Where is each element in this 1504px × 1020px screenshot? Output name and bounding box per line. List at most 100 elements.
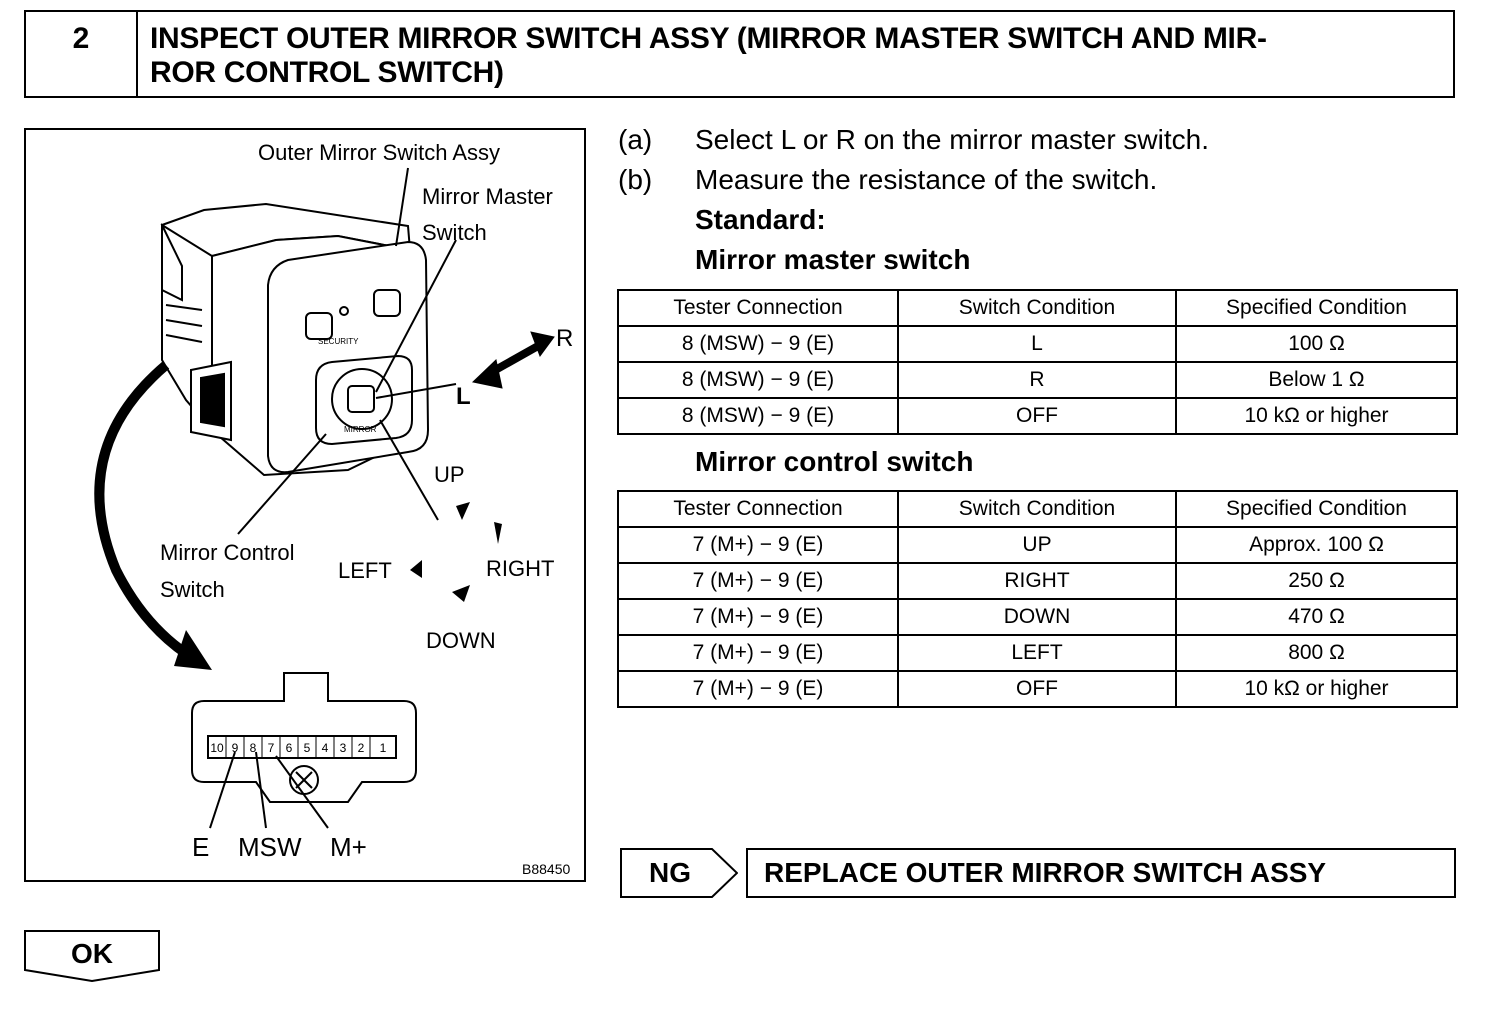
ok-result-tag: OK [24,930,160,983]
table-row: 8 (MSW) − 9 (E) OFF 10 kΩ or higher [617,397,1458,435]
table-row: 7 (M+) − 9 (E) LEFT 800 Ω [617,634,1458,672]
cell-specified-condition: 470 Ω [1175,598,1458,636]
label-msw: MSW [238,832,302,862]
step-title-line1: INSPECT OUTER MIRROR SWITCH ASSY (MIRROR… [150,22,1267,55]
step-a: (a) Select L or R on the mirror master s… [618,120,1458,160]
cell-switch-condition: OFF [897,670,1177,708]
pin-label: 6 [286,741,293,755]
cell-specified-condition: 250 Ω [1175,562,1458,600]
header-specified-condition: Specified Condition [1175,289,1458,327]
table-header-row: Tester Connection Switch Condition Speci… [617,490,1458,528]
curved-arrow [94,361,212,670]
connector-drawing [191,672,417,803]
cell-specified-condition: Approx. 100 Ω [1175,526,1458,564]
ng-label: NG [649,857,691,888]
cell-specified-condition: 100 Ω [1175,325,1458,363]
label-m-plus: M+ [330,832,367,862]
cell-specified-condition: Below 1 Ω [1175,361,1458,399]
cell-switch-condition: DOWN [897,598,1177,636]
figure-labels: Outer Mirror Switch Assy Mirror Master S… [160,140,573,877]
step-header: 2 INSPECT OUTER MIRROR SWITCH ASSY (MIRR… [24,10,1455,98]
step-title-line2: ROR CONTROL SWITCH) [150,56,504,89]
table-row: 7 (M+) − 9 (E) DOWN 470 Ω [617,598,1458,636]
step-b: (b) Measure the resistance of the switch… [618,160,1458,200]
pin-label: 7 [268,741,275,755]
cell-tester-connection: 7 (M+) − 9 (E) [617,634,899,672]
table-row: 7 (M+) − 9 (E) UP Approx. 100 Ω [617,526,1458,564]
label-mirror-control-1: Mirror Control [160,540,294,565]
pin-label: 8 [250,741,257,755]
label-up: UP [434,462,465,487]
label-l: L [456,383,471,410]
table-header-row: Tester Connection Switch Condition Speci… [617,289,1458,327]
table-row: 8 (MSW) − 9 (E) L 100 Ω [617,325,1458,363]
header-specified-condition: Specified Condition [1175,490,1458,528]
standard-label: Standard: [695,204,826,235]
step-a-label: (a) [618,124,653,155]
ok-label: OK [71,938,113,969]
cell-switch-condition: LEFT [897,634,1177,672]
label-left: LEFT [338,558,392,583]
cell-tester-connection: 8 (MSW) − 9 (E) [617,361,899,399]
label-e: E [192,832,209,862]
switch-illustration: SECURITY MIRROR [24,128,586,882]
label-down: DOWN [426,628,496,653]
cell-tester-connection: 7 (M+) − 9 (E) [617,598,899,636]
cell-switch-condition: RIGHT [897,562,1177,600]
label-mirror-control-2: Switch [160,577,225,602]
cell-tester-connection: 7 (M+) − 9 (E) [617,526,899,564]
cell-specified-condition: 800 Ω [1175,634,1458,672]
label-right: RIGHT [486,556,554,581]
figure-code: B88450 [522,861,570,877]
direction-arrows [410,502,502,602]
cell-tester-connection: 7 (M+) − 9 (E) [617,562,899,600]
ng-arrow-shape [620,848,739,898]
pin-label: 1 [380,741,387,755]
cell-tester-connection: 8 (MSW) − 9 (E) [617,397,899,435]
mirror-control-switch-table: Tester Connection Switch Condition Speci… [617,490,1458,708]
step-a-text: Select L or R on the mirror master switc… [695,124,1210,155]
table-row: 7 (M+) − 9 (E) OFF 10 kΩ or higher [617,670,1458,708]
header-tester-connection: Tester Connection [617,289,899,327]
cell-tester-connection: 7 (M+) − 9 (E) [617,670,899,708]
cell-switch-condition: UP [897,526,1177,564]
step-b-label: (b) [618,164,653,195]
l-r-arrow [471,331,555,389]
table-row: 8 (MSW) − 9 (E) R Below 1 Ω [617,361,1458,399]
cell-switch-condition: R [897,361,1177,399]
mirror-master-switch-table: Tester Connection Switch Condition Speci… [617,289,1458,435]
leader-lines [237,167,457,535]
pin-label: 5 [304,741,311,755]
ng-result-tag: NG [620,848,739,898]
label-mirror-master-2: Switch [422,220,487,245]
step-b-text: Measure the resistance of the switch. [695,164,1158,195]
pin-label: 10 [210,741,224,755]
connector-pins: 10 9 8 7 6 5 4 3 2 1 [210,736,387,758]
label-outer-mirror-switch-assy: Outer Mirror Switch Assy [258,140,500,165]
switch-text-security: SECURITY [318,337,359,346]
header-switch-condition: Switch Condition [897,289,1177,327]
control-table-title: Mirror control switch [695,446,974,477]
procedure-steps: (a) Select L or R on the mirror master s… [618,120,1458,280]
switch-assy-drawing [160,202,430,477]
ng-action-box: REPLACE OUTER MIRROR SWITCH ASSY [746,848,1456,898]
header-tester-connection: Tester Connection [617,490,899,528]
pin-label: 4 [322,741,329,755]
pin-leader-lines [209,751,329,829]
cell-specified-condition: 10 kΩ or higher [1175,670,1458,708]
step-number: 2 [26,12,138,96]
label-mirror-master-1: Mirror Master [422,184,553,209]
illustration-drawing: SECURITY MIRROR [94,140,573,877]
label-r: R [556,325,573,352]
header-switch-condition: Switch Condition [897,490,1177,528]
switch-text-mirror: MIRROR [344,425,377,434]
cell-tester-connection: 8 (MSW) − 9 (E) [617,325,899,363]
cell-switch-condition: L [897,325,1177,363]
pin-label: 2 [358,741,365,755]
pin-label: 9 [232,741,239,755]
ok-arrow-shape [24,930,160,983]
table-row: 7 (M+) − 9 (E) RIGHT 250 Ω [617,562,1458,600]
cell-switch-condition: OFF [897,397,1177,435]
master-table-title: Mirror master switch [695,244,971,275]
cell-specified-condition: 10 kΩ or higher [1175,397,1458,435]
